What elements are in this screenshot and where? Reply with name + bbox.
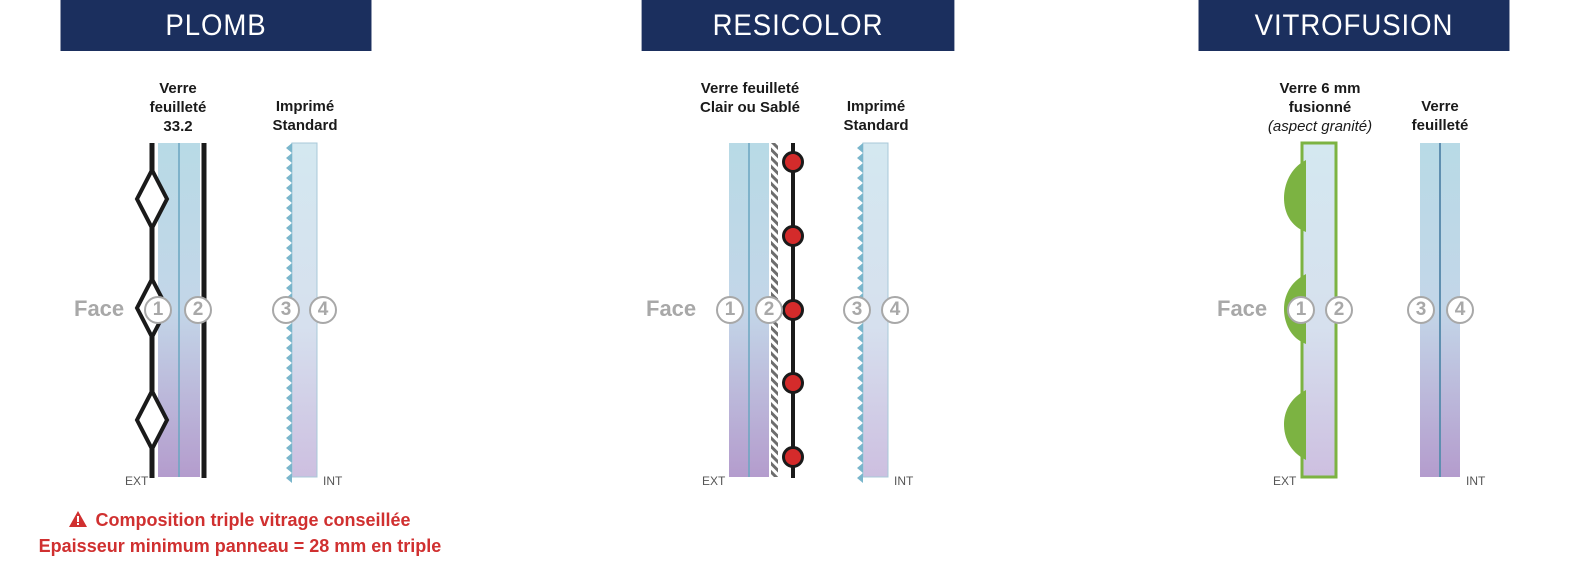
face-number-4: 4 xyxy=(881,296,909,324)
panel-title: RESICOLOR xyxy=(712,8,884,42)
plomb-face-label: Face xyxy=(74,296,125,321)
plomb-glass-label-b: Imprimé Standard xyxy=(272,98,338,134)
resicolor-glass-label-a: Verre feuilleté Clair ou Sablé xyxy=(699,80,801,116)
plomb-glass-label-a: Verre feuilleté 33.2 xyxy=(149,80,207,135)
vitrofusion-face-label: Face xyxy=(1217,296,1268,321)
face-number-3: 3 xyxy=(1407,296,1435,324)
resin-line-icon xyxy=(782,143,804,478)
face-number-3: 3 xyxy=(843,296,871,324)
triple-glazing-warning: Composition triple vitrage conseillée Ep… xyxy=(0,507,480,559)
resicolor-banner: RESICOLOR xyxy=(641,0,955,51)
face-number-4: 4 xyxy=(309,296,337,324)
face-number-2: 2 xyxy=(755,296,783,324)
glass-name: Verre 6 mm fusionné xyxy=(1279,80,1361,116)
int-label: INT xyxy=(323,474,343,488)
face-number-3: 3 xyxy=(272,296,300,324)
vitrofusion-banner: VITROFUSION xyxy=(1198,0,1510,51)
panel-title: VITROFUSION xyxy=(1254,8,1454,42)
resicolor-face-label: Face xyxy=(646,296,697,321)
face-number-4: 4 xyxy=(1446,296,1474,324)
face-number-2: 2 xyxy=(184,296,212,324)
int-label: INT xyxy=(894,474,914,488)
warning-line-1: Composition triple vitrage conseillée xyxy=(0,507,480,533)
resicolor-patterned-glass xyxy=(857,142,889,483)
ext-label: EXT xyxy=(1273,474,1297,488)
face-number-1: 1 xyxy=(144,296,172,324)
vitrofusion-glass-label-a: Verre 6 mm fusionné (aspect granité) xyxy=(1265,79,1375,136)
warning-text-1: Composition triple vitrage conseillée xyxy=(95,510,411,530)
int-label: INT xyxy=(1466,474,1486,488)
ext-label: EXT xyxy=(125,474,149,488)
panel-title: PLOMB xyxy=(165,8,267,42)
face-number-1: 1 xyxy=(716,296,744,324)
warning-triangle-icon xyxy=(69,511,88,527)
glass-note: (aspect granité) xyxy=(1267,118,1373,135)
face-number-2: 2 xyxy=(1325,296,1353,324)
plomb-banner: PLOMB xyxy=(60,0,372,51)
warning-text-2: Epaisseur minimum panneau = 28 mm en tri… xyxy=(38,536,442,556)
ext-label: EXT xyxy=(702,474,726,488)
resicolor-glass-label-b: Imprimé Standard xyxy=(843,98,909,134)
vitrofusion-glass-label-b: Verre feuilleté xyxy=(1411,98,1469,134)
face-number-1: 1 xyxy=(1287,296,1315,324)
